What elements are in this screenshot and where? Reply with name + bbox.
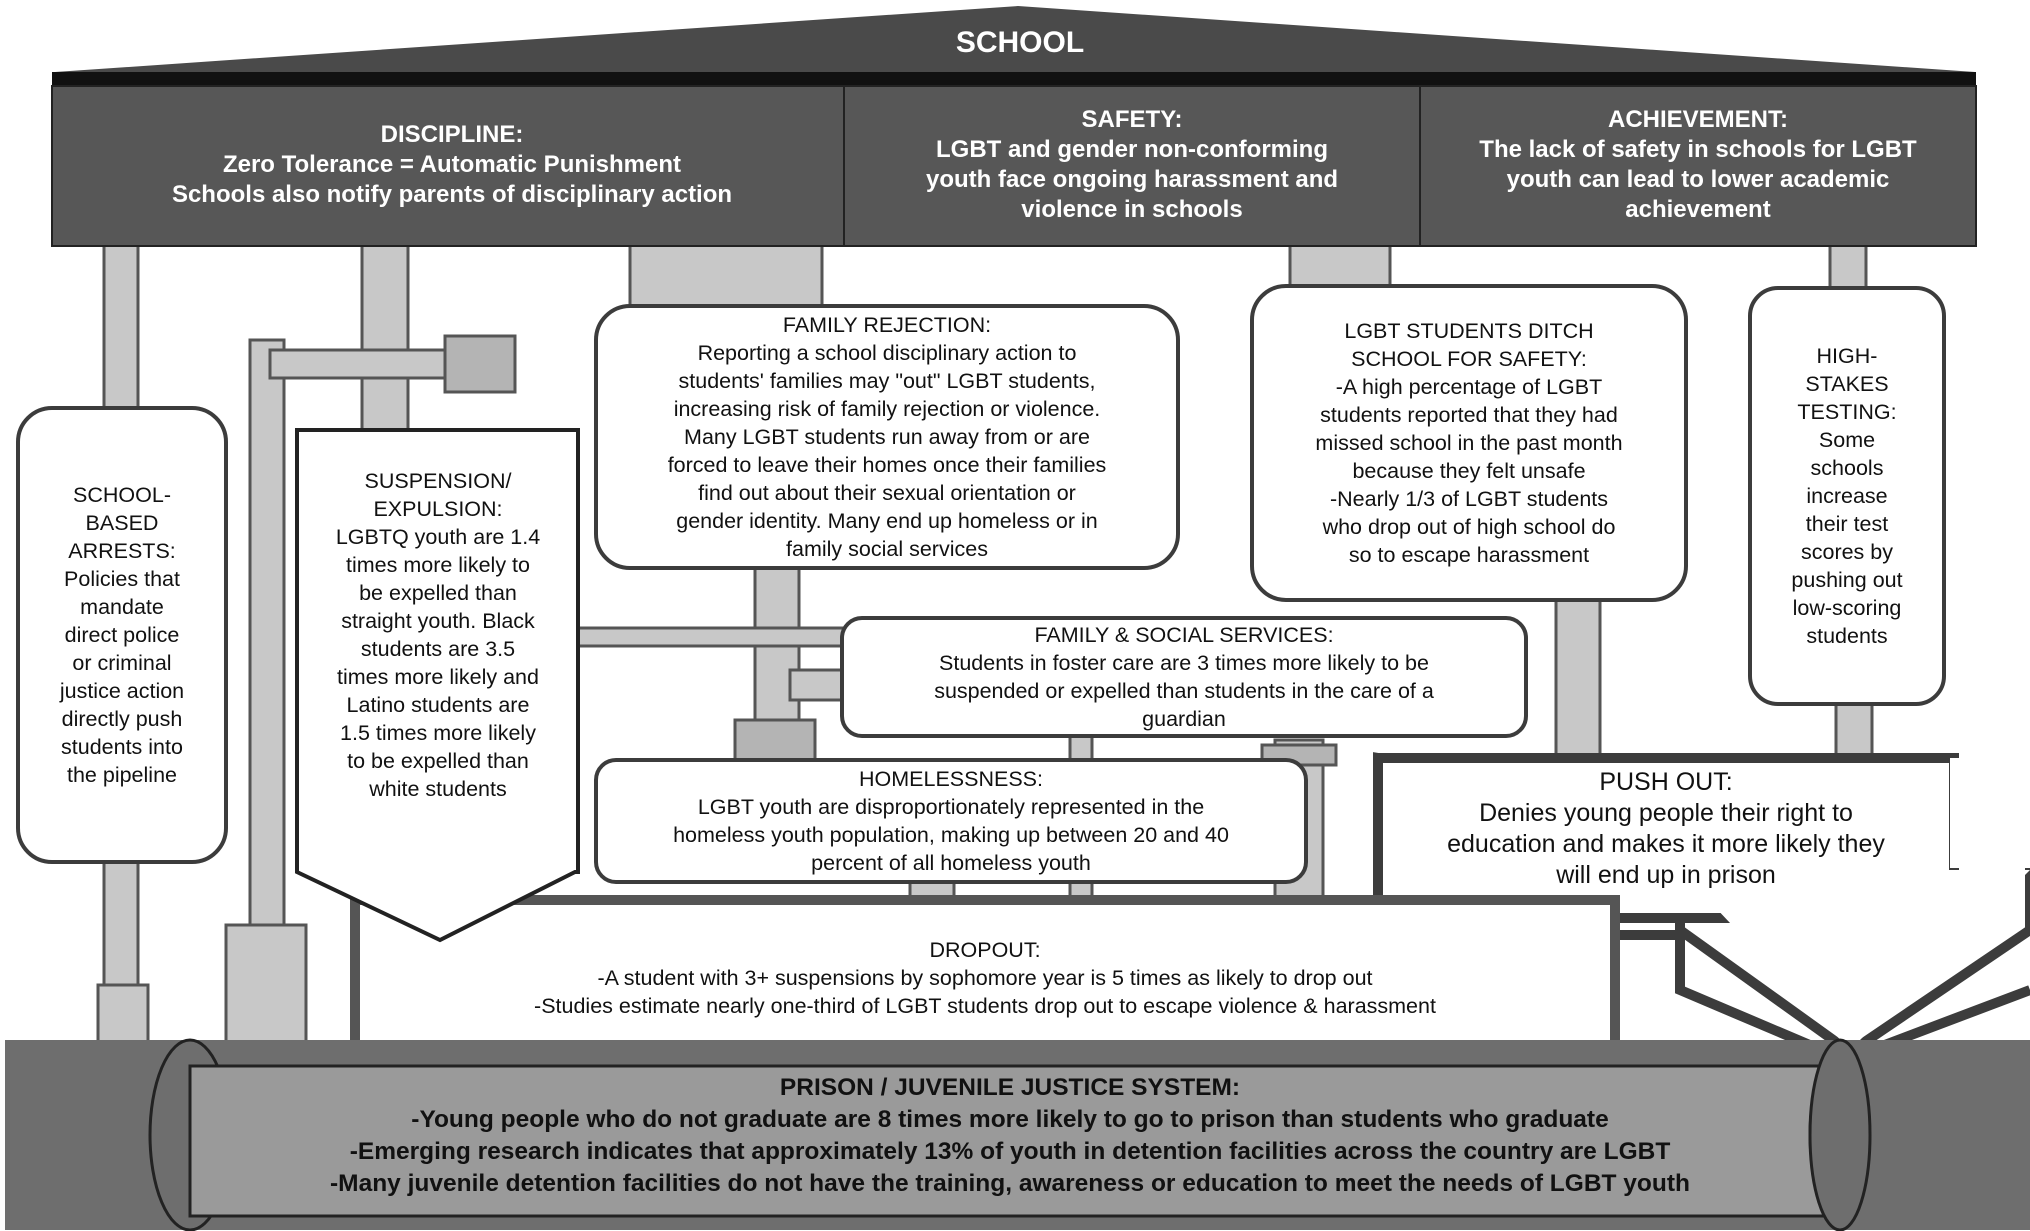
testing-title: HIGH- STAKES TESTING: — [1797, 344, 1897, 424]
pipe-horizontal-upper — [268, 348, 452, 380]
arrests-body: Policies that mandate direct police or c… — [59, 567, 185, 787]
pipe-family-feed — [628, 238, 824, 312]
box-high-stakes-testing: HIGH- STAKES TESTING: Some schools incre… — [1748, 286, 1946, 706]
prison-pipe-right-collar — [1840, 1040, 2030, 1230]
pipe-testing-feed — [1828, 238, 1868, 292]
ditch-body: -A high percentage of LGBT students repo… — [1315, 375, 1623, 567]
family-services-title: FAMILY & SOCIAL SERVICES: — [1034, 623, 1334, 647]
safety-body: LGBT and gender non-conforming youth fac… — [925, 136, 1339, 223]
box-school-based-arrests: SCHOOL- BASED ARRESTS: Policies that man… — [16, 406, 228, 864]
pipe-left-upper — [102, 238, 140, 412]
family-rejection-body: Reporting a school disciplinary action t… — [667, 341, 1107, 561]
school-title-text: SCHOOL — [955, 26, 1085, 59]
box-suspension-expulsion: SUSPENSION/ EXPULSION: LGBTQ youth are 1… — [302, 460, 574, 810]
box-push-out: PUSH OUT: Denies young people their righ… — [1382, 764, 1950, 894]
suspension-title: SUSPENSION/ EXPULSION: — [364, 469, 512, 521]
prison-body: -Young people who do not graduate are 8 … — [330, 1106, 1690, 1197]
dropout-body: -A student with 3+ suspensions by sophom… — [534, 966, 1436, 1018]
pipe-connector-upper — [443, 334, 517, 394]
push-out-body: Denies young people their right to educa… — [1447, 799, 1885, 889]
achievement-body: The lack of safety in schools for LGBT y… — [1479, 136, 1917, 223]
box-lgbt-students-ditch-school: LGBT STUDENTS DITCH SCHOOL FOR SAFETY: -… — [1250, 284, 1688, 602]
achievement-title: ACHIEVEMENT: — [1607, 106, 1788, 133]
pipe-horizontal-mid — [573, 626, 847, 648]
box-family-rejection: FAMILY REJECTION: Reporting a school dis… — [594, 304, 1180, 570]
school-title: SCHOOL — [880, 20, 1160, 66]
ditch-title: LGBT STUDENTS DITCH SCHOOL FOR SAFETY: — [1344, 319, 1594, 371]
pipe-ditch-feed — [1288, 238, 1392, 292]
testing-body: Some schools increase their test scores … — [1791, 428, 1903, 648]
roof — [55, 6, 1975, 72]
box-family-social-services: FAMILY & SOCIAL SERVICES: Students in fo… — [840, 616, 1528, 738]
family-services-body: Students in foster care are 3 times more… — [934, 651, 1434, 731]
homelessness-title: HOMELESSNESS: — [859, 767, 1043, 791]
prison-pipe-body — [188, 1064, 1842, 1218]
header-safety: SAFETY: LGBT and gender non-conforming y… — [844, 100, 1420, 230]
pipe-testing-down — [1834, 698, 1874, 762]
discipline-body: Zero Tolerance = Automatic Punishment Sc… — [171, 151, 733, 208]
family-rejection-title: FAMILY REJECTION: — [782, 313, 992, 337]
arrests-title: SCHOOL- BASED ARRESTS: — [68, 483, 176, 563]
header-discipline: DISCIPLINE: Zero Tolerance = Automatic P… — [52, 100, 852, 230]
box-homelessness: HOMELESSNESS: LGBT youth are disproporti… — [594, 758, 1308, 884]
header-achievement: ACHIEVEMENT: The lack of safety in schoo… — [1420, 100, 1976, 230]
discipline-title: DISCIPLINE: — [380, 121, 524, 148]
push-out-title: PUSH OUT: — [1599, 768, 1733, 796]
prison-juvenile-justice-system: PRISON / JUVENILE JUSTICE SYSTEM: -Young… — [170, 1072, 1850, 1200]
homelessness-body: LGBT youth are disproportionately repres… — [673, 795, 1229, 875]
safety-title: SAFETY: — [1081, 106, 1183, 133]
pipe-suspension-feed — [360, 238, 410, 442]
pipe-family-down — [753, 558, 801, 742]
prison-pipe-right-flange — [1808, 1038, 1872, 1231]
dropout-title: DROPOUT: — [929, 938, 1041, 962]
roof-beam — [52, 72, 1976, 86]
header-block-safety — [843, 85, 1421, 247]
push-out-arrow-fill — [1680, 870, 2030, 1050]
prison-title: PRISON / JUVENILE JUSTICE SYSTEM: — [779, 1074, 1241, 1101]
push-out-extension — [1950, 758, 2030, 868]
box-dropout: DROPOUT: -A student with 3+ suspensions … — [370, 928, 1600, 1028]
suspension-arrow — [295, 428, 580, 943]
header-block-discipline — [51, 85, 845, 247]
suspension-body: LGBTQ youth are 1.4 times more likely to… — [335, 525, 541, 801]
header-block-achievement — [1419, 85, 1977, 247]
